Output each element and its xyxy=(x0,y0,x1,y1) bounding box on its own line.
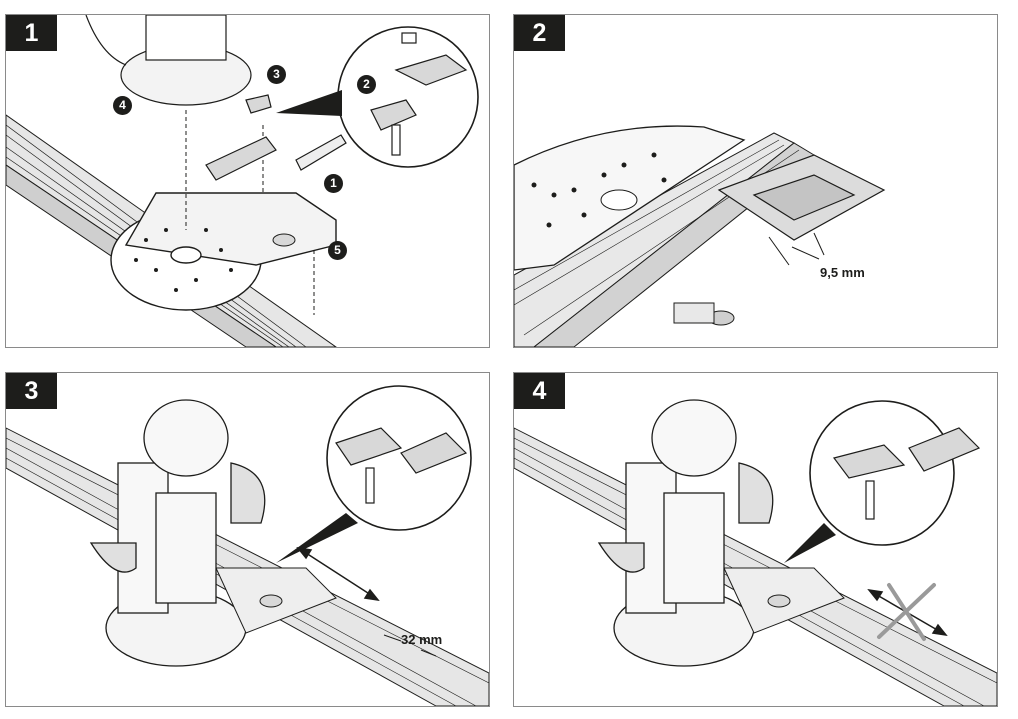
step-number-badge: 2 xyxy=(514,15,565,51)
step-number-badge: 4 xyxy=(514,373,565,409)
router-base-assembly-illustration xyxy=(6,15,479,347)
figure-panel-4: 4 xyxy=(513,372,998,707)
dimension-label: 9,5 mm xyxy=(820,265,865,280)
callout-5: 5 xyxy=(328,241,347,260)
figure-panel-1: 1 xyxy=(5,14,490,348)
callout-4: 4 xyxy=(113,96,132,115)
guide-rail-adapter-illustration xyxy=(514,125,886,347)
callout-1: 1 xyxy=(324,174,343,193)
figure-panel-2: 2 xyxy=(513,14,998,348)
callout-3: 3 xyxy=(267,65,286,84)
step-number-badge: 3 xyxy=(6,373,57,409)
figure-panel-3: 3 xyxy=(5,372,490,707)
step-number-badge: 1 xyxy=(6,15,57,51)
dimension-label: 32 mm xyxy=(401,632,443,647)
callout-2: 2 xyxy=(357,75,376,94)
router-on-rail-not-movable-illustration xyxy=(514,399,997,706)
router-on-rail-movable-illustration xyxy=(6,385,489,706)
